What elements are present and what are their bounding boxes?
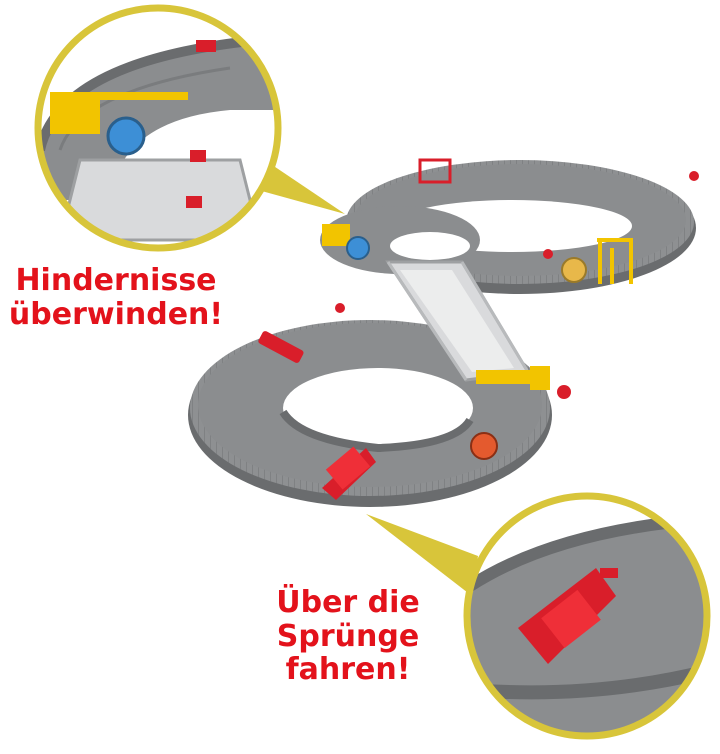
callout-zoom-obstacles [34, 4, 282, 252]
caption-obstacles-line2: überwinden! [8, 296, 224, 332]
callout-pointer-bottom [366, 514, 478, 596]
caption-jumps: Über die Sprünge fahren! [268, 586, 428, 687]
caption-obstacles: Hindernisse überwinden! [8, 264, 224, 331]
caption-jumps-line3: fahren! [285, 652, 411, 688]
caption-jumps-line1: Über die [276, 585, 420, 620]
caption-obstacles-line1: Hindernisse [15, 263, 217, 298]
callout-zoom-jumps [463, 492, 711, 740]
race-track [188, 158, 699, 507]
caption-jumps-line2: Sprünge [276, 618, 420, 654]
